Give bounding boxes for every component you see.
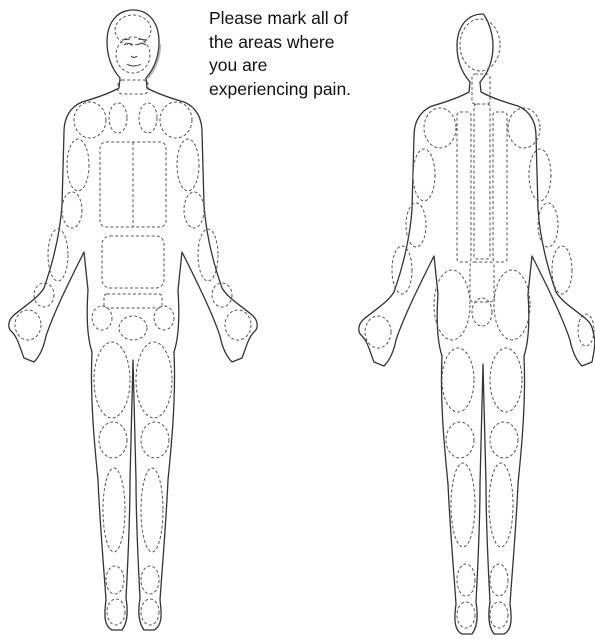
front-body-outline — [9, 10, 257, 630]
front-figure — [9, 10, 257, 630]
instructions-line: the areas where — [209, 31, 409, 55]
instructions-line: you are — [209, 54, 409, 78]
back-zone-forearm-left[interactable] — [552, 246, 572, 294]
back-figure — [359, 14, 595, 634]
instructions-text: Please mark all of the areas where you a… — [209, 7, 409, 101]
instructions-line: experiencing pain. — [209, 78, 409, 102]
back-body-outline — [359, 14, 595, 634]
instructions-line: Please mark all of — [209, 7, 409, 31]
